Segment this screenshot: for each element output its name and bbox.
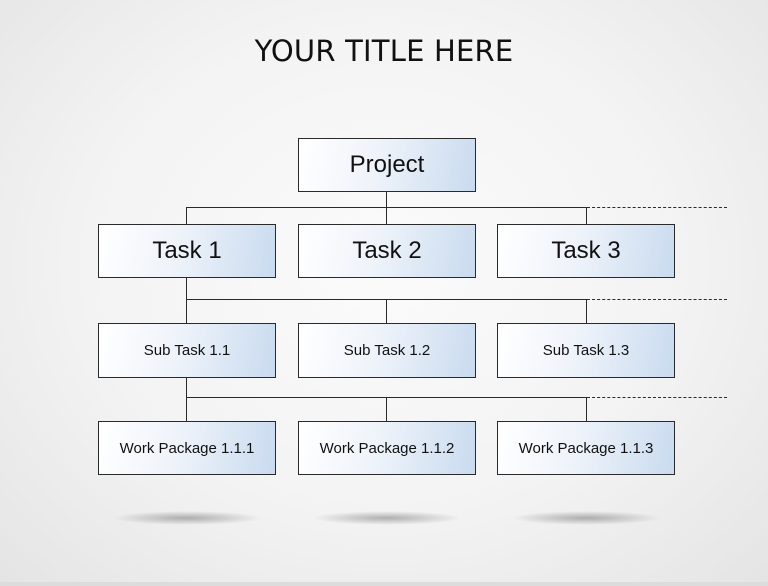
- connector-subtask3: [586, 299, 587, 323]
- node-project[interactable]: Project: [298, 138, 476, 192]
- connector-subtask2: [386, 299, 387, 323]
- node-label: Project: [349, 151, 425, 178]
- node-label: Sub Task 1.2: [343, 342, 431, 359]
- connector-workpackage-bus-dashed: [587, 397, 727, 398]
- node-label: Sub Task 1.1: [143, 342, 231, 359]
- node-label: Task 1: [152, 237, 222, 264]
- connector-project-down: [386, 191, 387, 208]
- node-label: Sub Task 1.3: [542, 342, 630, 359]
- node-subtask-1-2[interactable]: Sub Task 1.2: [298, 323, 476, 378]
- connector-task-bus-dashed: [587, 207, 727, 208]
- node-subtask-1-1[interactable]: Sub Task 1.1: [98, 323, 276, 378]
- node-label: Work Package 1.1.3: [518, 439, 654, 457]
- node-task-3[interactable]: Task 3: [497, 224, 675, 278]
- shadow-decoration: [312, 511, 462, 525]
- connector-workpackage3: [586, 397, 587, 421]
- connector-subtask1-down: [186, 377, 187, 421]
- connector-task3: [586, 207, 587, 224]
- connector-workpackage2: [386, 397, 387, 421]
- slide-bottom-edge: [0, 582, 768, 586]
- node-label: Task 2: [352, 237, 422, 264]
- slide-title: YOUR TITLE HERE: [254, 34, 514, 68]
- connector-subtask-bus-dashed: [587, 299, 727, 300]
- connector-task1: [186, 207, 187, 224]
- node-label: Work Package 1.1.2: [319, 439, 455, 457]
- connector-task1-down: [186, 277, 187, 323]
- connector-task2: [386, 207, 387, 224]
- node-task-2[interactable]: Task 2: [298, 224, 476, 278]
- node-label: Work Package 1.1.1: [119, 439, 255, 457]
- node-subtask-1-3[interactable]: Sub Task 1.3: [497, 323, 675, 378]
- node-workpackage-1-1-1[interactable]: Work Package 1.1.1: [98, 421, 276, 475]
- node-workpackage-1-1-3[interactable]: Work Package 1.1.3: [497, 421, 675, 475]
- node-label: Task 3: [551, 237, 621, 264]
- shadow-decoration: [511, 511, 661, 525]
- node-workpackage-1-1-2[interactable]: Work Package 1.1.2: [298, 421, 476, 475]
- node-task-1[interactable]: Task 1: [98, 224, 276, 278]
- shadow-decoration: [112, 511, 262, 525]
